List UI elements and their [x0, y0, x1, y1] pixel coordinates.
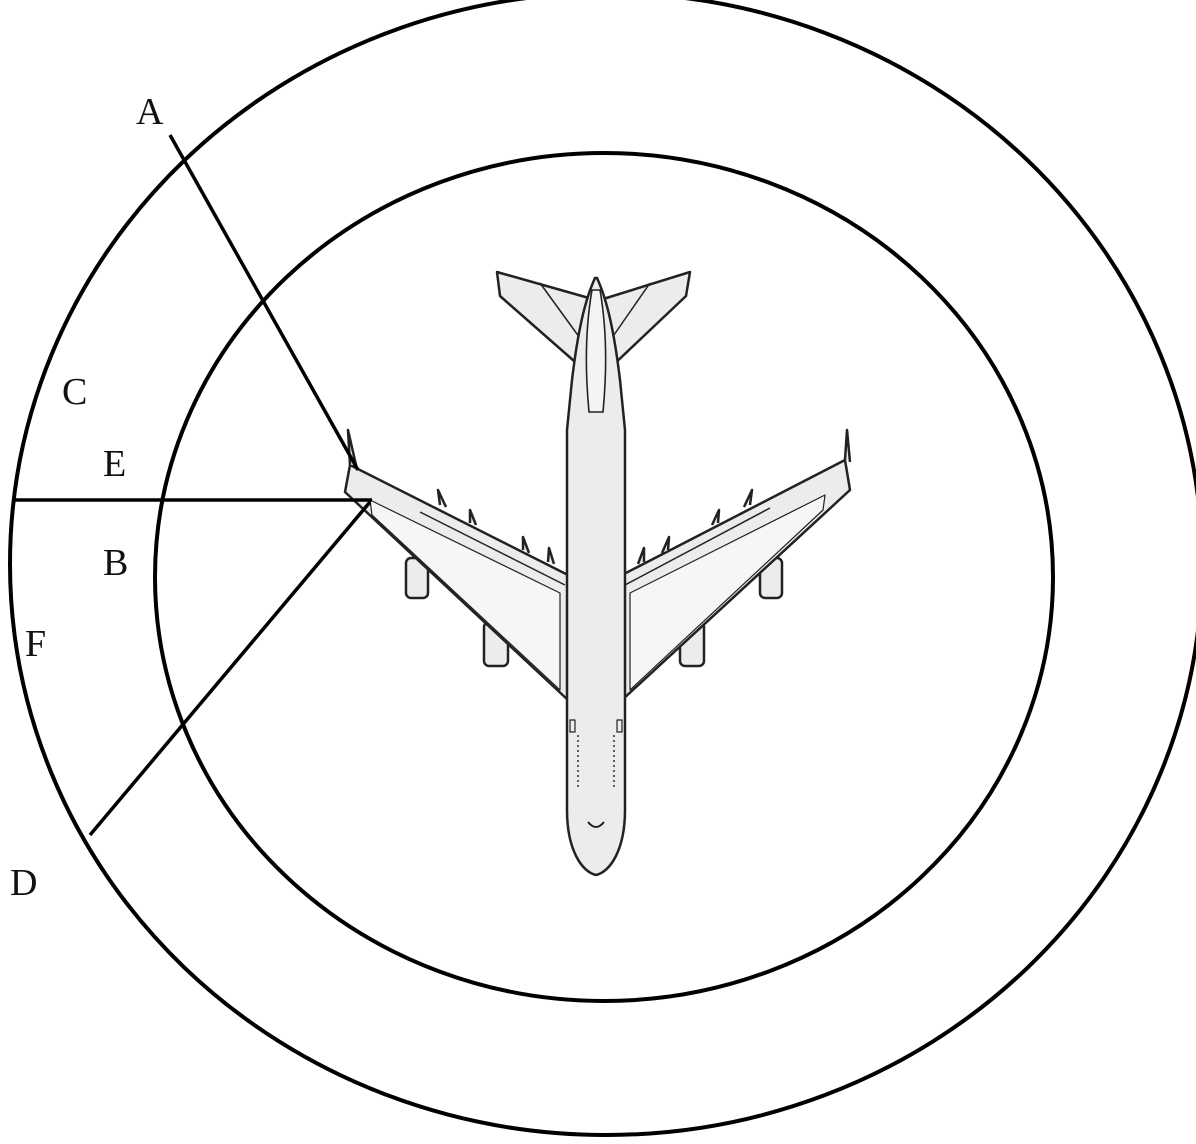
label-f: F: [25, 623, 46, 665]
label-c: C: [62, 371, 87, 413]
label-b: B: [103, 542, 128, 584]
label-e: E: [103, 443, 126, 485]
label-a: A: [136, 91, 164, 133]
leader-line-a: [170, 135, 358, 470]
leader-line-d: [90, 502, 370, 835]
label-d: D: [10, 862, 37, 904]
airplane-icon: [345, 272, 850, 875]
